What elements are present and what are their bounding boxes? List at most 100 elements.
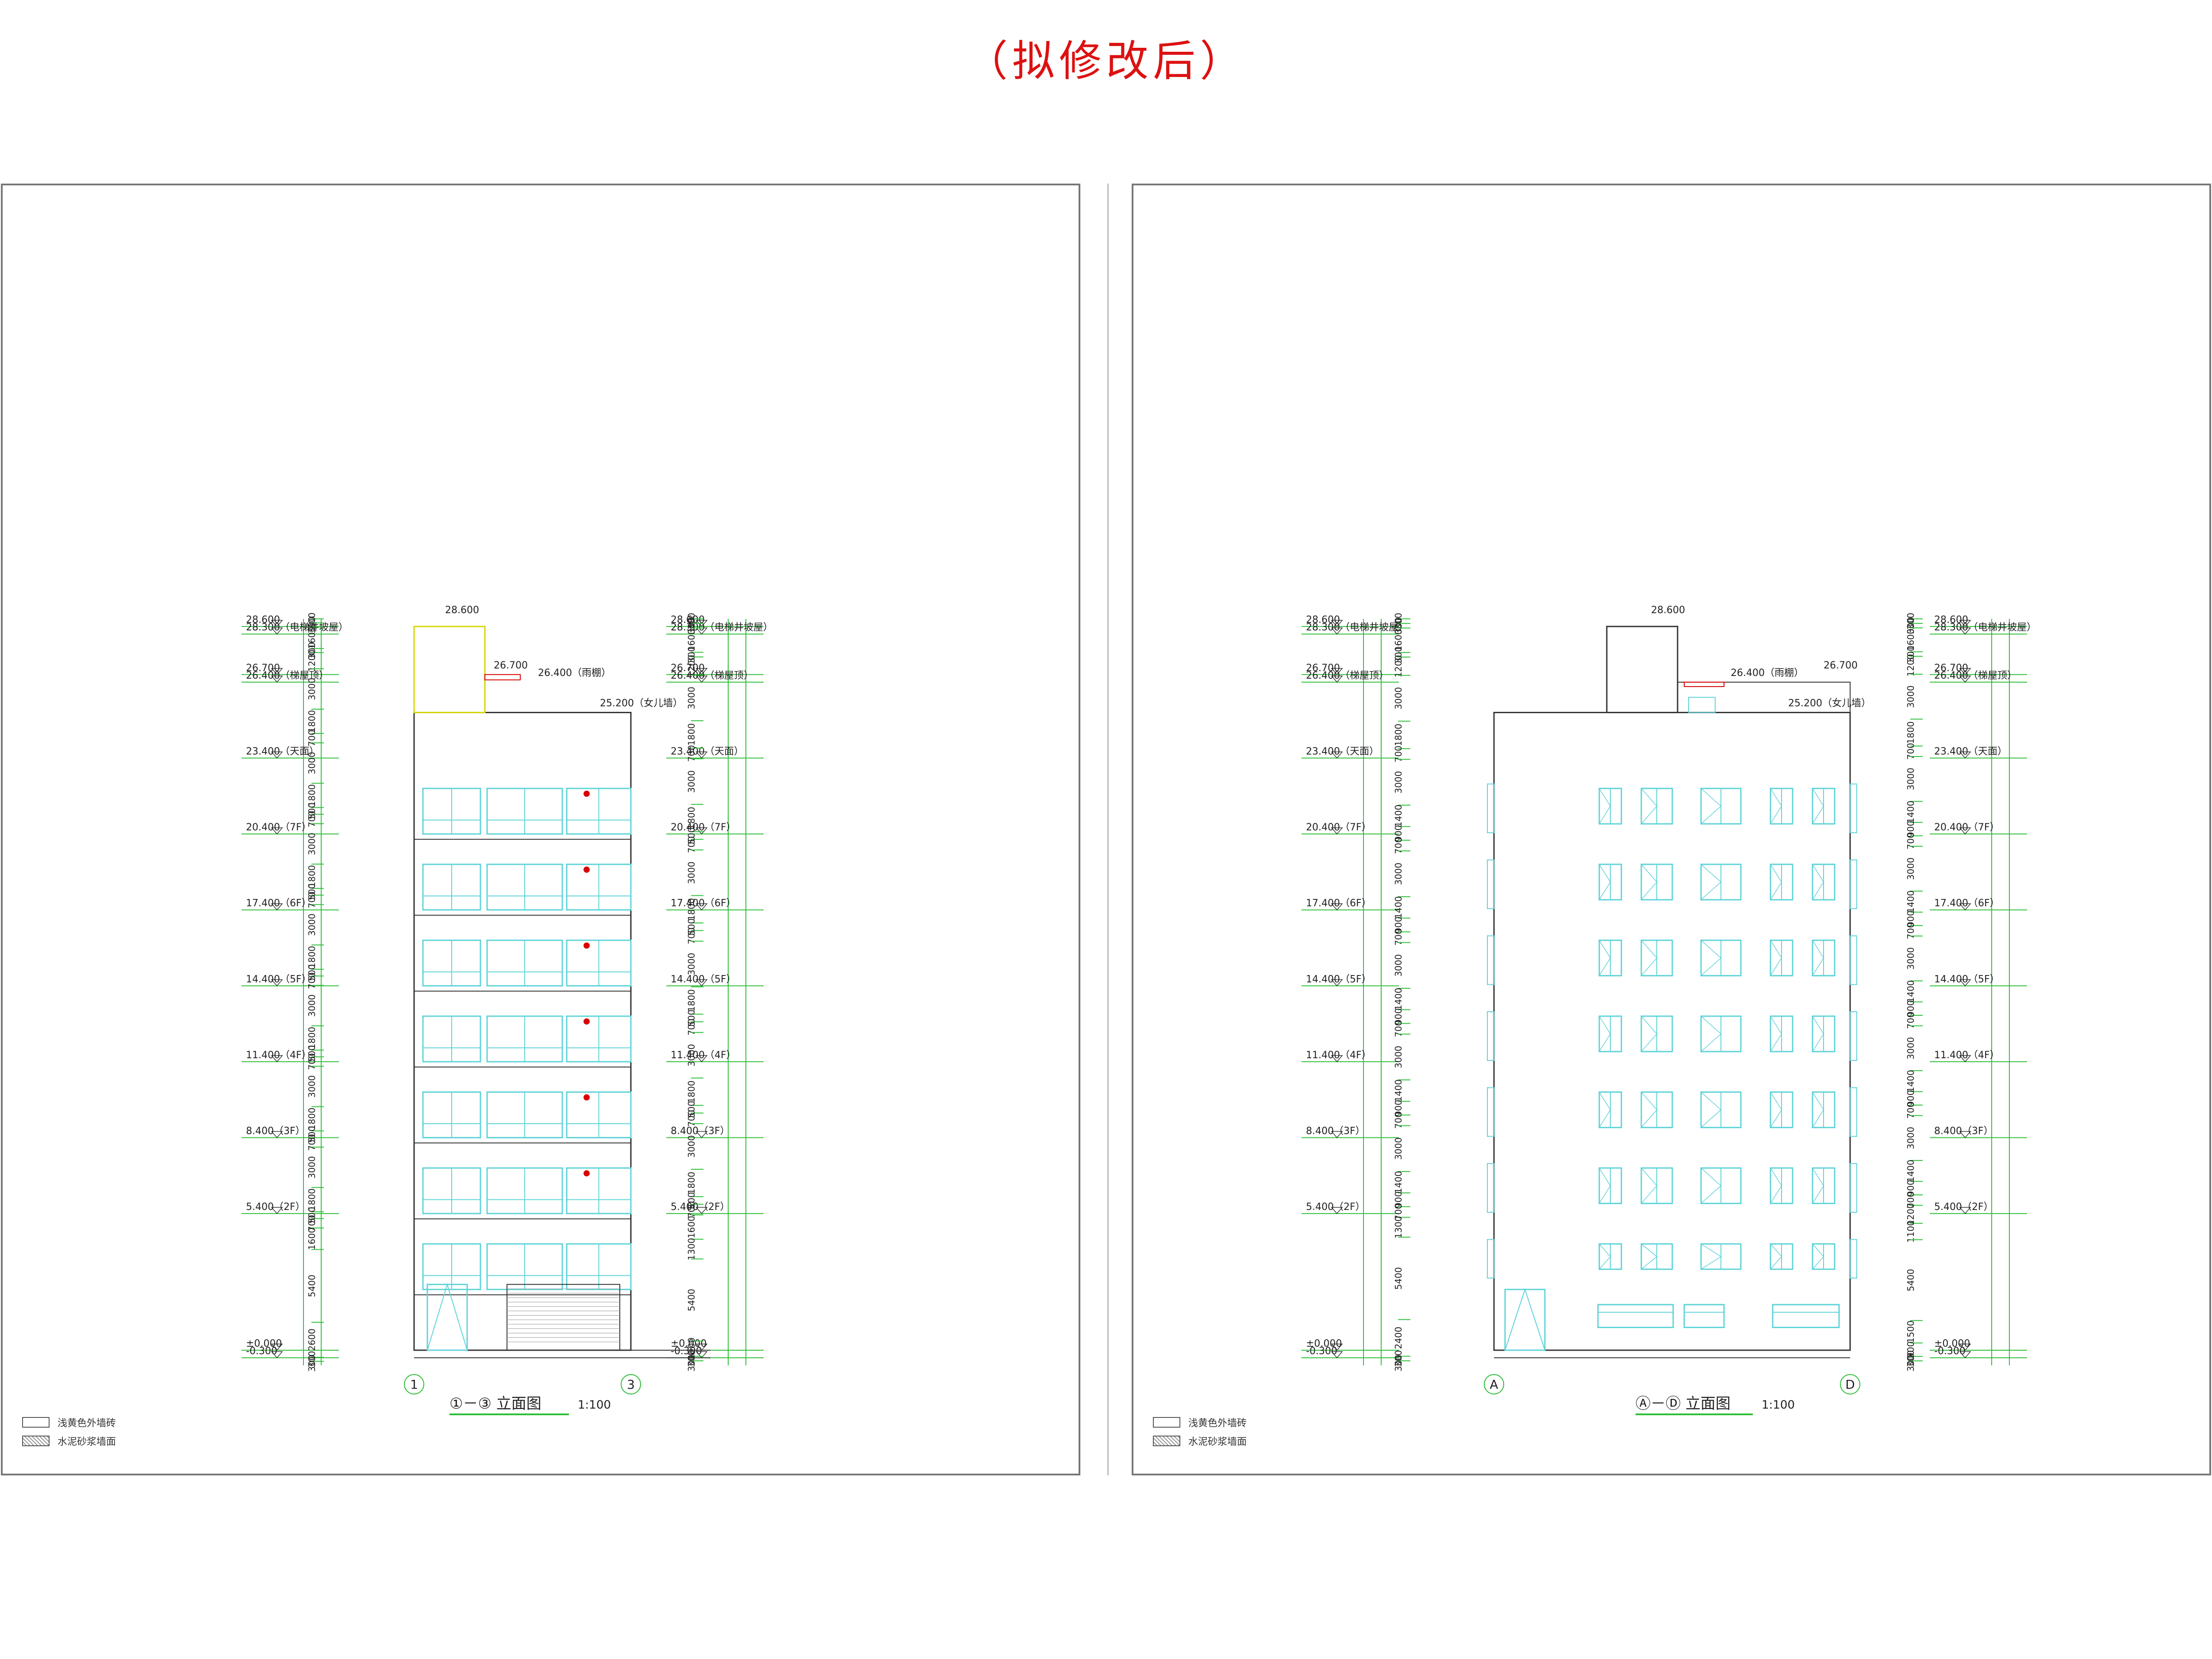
- left-dims-b-dim-value: 1600: [686, 629, 697, 652]
- window-opening-right: [1599, 1244, 1611, 1270]
- right-dims-a-dim-value: 900: [1393, 1008, 1404, 1025]
- balcony-window-left: [422, 939, 481, 987]
- window-opening-right: [1770, 940, 1782, 976]
- right-dims-a-dim-value: 1200: [1393, 655, 1404, 677]
- left-dims-b-dim-value: 5400: [686, 1289, 697, 1311]
- roof-house-right: [1677, 681, 1851, 713]
- left-dims-a-dim-value: 700: [307, 1134, 317, 1151]
- right-dims-b-dim-value: 300: [1905, 1350, 1916, 1367]
- right-dims-b-dim-value: 1500: [1905, 1321, 1916, 1343]
- right-levels-level-label: 26.700: [671, 663, 705, 674]
- left-dims-b-dim-value: 700: [686, 745, 697, 762]
- parapet-label-right: 25.200（女儿墙）: [1788, 698, 1871, 709]
- r-right-levels-level-marker: [1959, 676, 1971, 683]
- shopfront-window-right: [1683, 1304, 1725, 1329]
- r-right-levels-level-label: 20.400（7F）: [1934, 822, 2000, 833]
- right-dims-a-dim-value: 900: [1393, 1100, 1404, 1117]
- r-left-levels-level-label: 26.400（梯屋顶）: [1306, 670, 1389, 681]
- right-dims-a-dim-value: 900: [1393, 825, 1404, 842]
- window-opening-right: [1701, 788, 1722, 824]
- left-dims-b-dim-value: 1800: [686, 807, 697, 830]
- left-levels-level-marker: [271, 1344, 283, 1351]
- right-levels-level-label: 8.400（3F）: [671, 1126, 730, 1137]
- legend-label-brick: 浅黄色外墙砖: [58, 1418, 116, 1429]
- left-dims-a-dim-value: 3000: [307, 1156, 317, 1179]
- left-dims-a-dim-value: 1800: [307, 1027, 317, 1049]
- window-opening-right: [1770, 1167, 1782, 1204]
- left-levels-level-label: 8.400（3F）: [246, 1126, 305, 1137]
- axis-label-start-left: 1: [410, 1377, 418, 1392]
- left-levels-level-marker: [271, 627, 283, 635]
- left-dims-b-dim-value: 1800: [686, 723, 697, 746]
- left-dims-b-dim-value: 700: [686, 927, 697, 944]
- right-levels-level-label: 26.400（梯屋顶）: [671, 670, 753, 681]
- r-right-levels-level-marker: [1959, 1055, 1971, 1063]
- parapet-label: 25.200（女儿墙）: [600, 698, 683, 709]
- r-right-levels-level-marker: [1959, 1344, 1971, 1351]
- left-dims-b-dim-value: 500: [686, 1101, 697, 1118]
- r-left-levels-level-marker: [1331, 668, 1343, 675]
- left-dims-a-dim-value: 500: [307, 883, 317, 900]
- right-levels-level-marker: [695, 827, 708, 835]
- window-opening-right: [1641, 1016, 1657, 1052]
- roof-level-label-right: 28.600: [1651, 605, 1685, 616]
- right-dims-b-dim-value: 1400: [1905, 1070, 1916, 1092]
- window-opening-right: [1599, 864, 1611, 900]
- left-dims-a-dim-value: 3000: [307, 914, 317, 936]
- left-levels-level-marker: [271, 668, 283, 675]
- side-balcony-right: [1850, 935, 1857, 985]
- r-left-levels-level-marker: [1331, 827, 1343, 835]
- right-dims-b-dim-value: 900: [1905, 1180, 1916, 1197]
- r-left-levels-level-marker: [1331, 903, 1343, 910]
- right-dims-a-dim-value: 1400: [1393, 1171, 1404, 1194]
- right-dims-a-dim-value: 1400: [1393, 988, 1404, 1010]
- side-balcony-left: [1487, 783, 1494, 833]
- right-dims-b-dim-value: 1200: [1905, 1203, 1916, 1225]
- right-dims-a-dim-value: 700: [1393, 1020, 1404, 1037]
- sheet-divider: [1107, 184, 1109, 1475]
- axis-label-start-right: A: [1490, 1377, 1498, 1392]
- left-dims-b-dim-value: 700: [686, 1201, 697, 1218]
- r-right-levels-level-label: 26.700: [1934, 663, 1968, 674]
- right-levels-level-label: 14.400（5F）: [671, 974, 736, 985]
- right-levels-level-marker: [695, 751, 708, 759]
- right-levels-level-marker: [695, 903, 708, 910]
- r-right-levels-level-marker: [1959, 903, 1971, 910]
- right-dims-a-dim-value: 3000: [1393, 954, 1404, 977]
- right-dims-a-dim-value: 3000: [1393, 687, 1404, 710]
- elevation-scale-left: 1:100: [578, 1398, 611, 1412]
- left-dims-b-dim-value: 300: [686, 613, 697, 630]
- left-dims-b-dim-value: 300: [686, 617, 697, 634]
- right-dims-a-dim-value: 300: [1393, 1355, 1404, 1371]
- left-levels-level-label: 14.400（5F）: [246, 974, 311, 985]
- side-balcony-right: [1850, 1011, 1857, 1061]
- window-opening-right: [1641, 1244, 1658, 1270]
- left-dims-a-dim-value: 1800: [307, 946, 317, 968]
- window-opening-right: [1599, 940, 1611, 976]
- left-dims-a-dim-value: 500: [307, 803, 317, 819]
- left-dims-a-dim-value: 700: [307, 730, 317, 746]
- right-dims-b-dim-value: 300: [1905, 645, 1916, 662]
- left-levels-level-marker: [271, 620, 283, 627]
- window-opening-right: [1812, 1167, 1824, 1204]
- legend-row-mortar-2: 水泥砂浆墙面: [1153, 1434, 1247, 1448]
- left-levels-level-marker: [271, 1055, 283, 1063]
- right-dims-a-dim-value: 300: [1393, 1350, 1404, 1367]
- right-dims-a-dim-value: 3000: [1393, 863, 1404, 885]
- r-right-levels-level-label: 26.400（梯屋顶）: [1934, 670, 2017, 681]
- left-dims-b-dim-value: 1200: [686, 655, 697, 677]
- legend-row-brick-2: 浅黄色外墙砖: [1153, 1415, 1247, 1429]
- right-dims-b-dim-value: 3000: [1905, 1037, 1916, 1060]
- right-dims-b-dim-value: 300: [1905, 1355, 1916, 1371]
- right-dims-a-dim-value: 1300: [1393, 1216, 1404, 1239]
- left-levels-level-marker: [271, 979, 283, 987]
- window-opening-right: [1812, 864, 1824, 900]
- window-opening-right: [1701, 1091, 1722, 1128]
- canopy-left: [484, 674, 521, 680]
- left-levels-level-label: 26.400（梯屋顶）: [246, 670, 329, 681]
- right-levels-level-marker: [695, 668, 708, 675]
- window-opening-right: [1770, 788, 1782, 824]
- roof-level-label: 28.600: [445, 605, 479, 616]
- left-dims-a-dim-value: 700: [307, 810, 317, 827]
- r-left-levels-level-label: 5.400（2F）: [1306, 1202, 1365, 1213]
